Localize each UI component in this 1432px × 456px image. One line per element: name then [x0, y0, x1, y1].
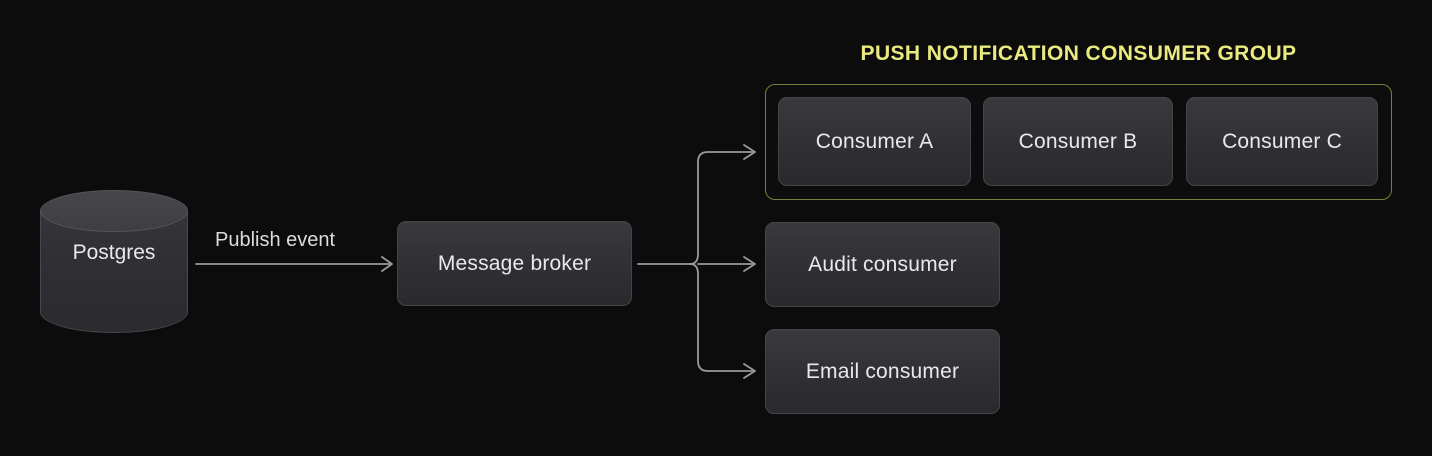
publish-event-edge-label: Publish event [215, 229, 336, 251]
edge-split-to-email [689, 263, 753, 372]
postgres-label: Postgres [72, 241, 156, 264]
arrowhead-email [743, 363, 756, 379]
cylinder-top-icon [40, 190, 188, 232]
message-broker-node[interactable]: Message broker [397, 221, 632, 306]
email-consumer-label: Email consumer [805, 359, 960, 383]
edge-split-to-consumer-group [689, 151, 753, 265]
audit-consumer-node[interactable]: Audit consumer [765, 222, 1000, 307]
email-consumer-node[interactable]: Email consumer [765, 329, 1000, 414]
consumer-group-title: PUSH NOTIFICATION CONSUMER GROUP [860, 42, 1297, 65]
consumer-b-label: Consumer B [1018, 129, 1138, 153]
consumer-a-node[interactable]: Consumer A [778, 97, 971, 186]
consumer-b-node[interactable]: Consumer B [983, 97, 1173, 186]
postgres-database-node[interactable]: Postgres [40, 190, 188, 333]
consumer-c-label: Consumer C [1222, 129, 1342, 153]
arrowhead-broker [381, 256, 393, 272]
message-broker-label: Message broker [437, 251, 592, 275]
consumer-a-label: Consumer A [815, 129, 934, 153]
consumer-c-node[interactable]: Consumer C [1186, 97, 1378, 186]
audit-consumer-label: Audit consumer [808, 252, 957, 276]
arrowhead-consumer-group [743, 144, 756, 160]
arrowhead-audit [743, 256, 756, 272]
